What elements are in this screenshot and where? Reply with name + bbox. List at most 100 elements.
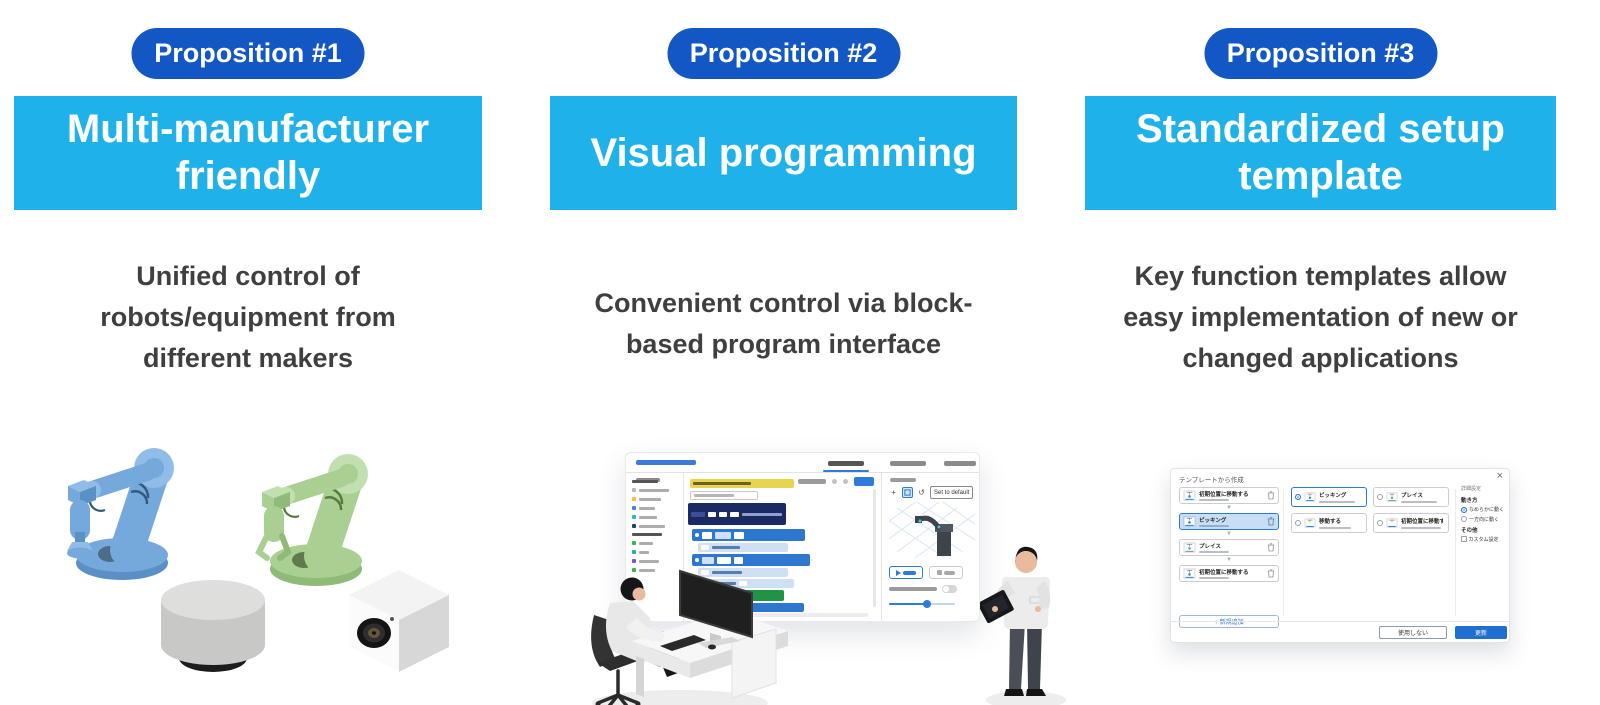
option-label: プレイス: [1401, 493, 1423, 500]
proposition-1-title-line2: friendly: [175, 154, 321, 198]
proposition-3-title-banner: Standardized setup template: [1085, 96, 1556, 210]
option-move-initial[interactable]: 初期位置に移動する: [1373, 513, 1449, 533]
robot-arm-blue: [67, 448, 174, 580]
canvas-vertical-scrollbar[interactable]: [873, 489, 876, 607]
save-button[interactable]: [854, 477, 874, 486]
trash-icon[interactable]: [1267, 491, 1275, 500]
turntable-equipment: [161, 580, 265, 672]
sidebar-item-loop[interactable]: [632, 524, 677, 528]
sidebar-item-template[interactable]: [632, 488, 677, 492]
sidebar-item-function[interactable]: [632, 559, 677, 563]
canvas-horizontal-scrollbar[interactable]: [688, 613, 868, 617]
visual-programming-illustration: + ↺ Set to default: [550, 415, 1070, 705]
sidebar-item-value[interactable]: [632, 550, 677, 554]
trash-icon[interactable]: [1267, 543, 1275, 552]
pan-icon[interactable]: +: [891, 487, 896, 497]
close-icon[interactable]: ×: [1496, 470, 1503, 482]
radio-icon[interactable]: [1461, 516, 1467, 522]
comment-block[interactable]: [690, 491, 758, 500]
event-block[interactable]: [690, 479, 794, 488]
undo-icon[interactable]: [832, 479, 837, 484]
slider-knob[interactable]: [923, 600, 931, 608]
tab-device-control[interactable]: [890, 461, 926, 466]
action-list-button-placeholder[interactable]: [798, 479, 826, 484]
back-link-placeholder[interactable]: [636, 460, 696, 465]
sidebar-item-misc[interactable]: [632, 568, 677, 572]
advanced-settings-panel: 詳細設定 動き方 なめらかに動く 一方向に動く その他 カスタム設定: [1461, 485, 1507, 545]
stop-button[interactable]: [929, 566, 963, 579]
step-label: ピッキング: [1199, 517, 1227, 524]
radio-icon[interactable]: [1377, 520, 1383, 526]
option-subcaption-placeholder: [1401, 526, 1441, 529]
sidebar-section-header: [632, 480, 677, 483]
radio-selected-icon[interactable]: [1295, 494, 1301, 500]
view-cube-icon[interactable]: [902, 487, 913, 498]
template-creation-dialog: テンプレートから作成 × 初期位置に移動する ▼ ピッキング ▼ プレイス ▼: [1170, 468, 1510, 643]
robot-3d-viewport[interactable]: [889, 502, 975, 558]
camera-unit: [349, 570, 449, 672]
proposition-3-badge-label: Proposition #3: [1226, 38, 1415, 68]
custom-setting-option[interactable]: カスタム設定: [1461, 536, 1507, 543]
preview-toolbar: + ↺ Set to default: [888, 486, 974, 499]
checkbox-icon[interactable]: [1461, 536, 1467, 542]
run-button[interactable]: [889, 566, 923, 579]
proposition-1-badge-label: Proposition #1: [154, 38, 342, 68]
robots-equipment-illustration: [67, 448, 449, 672]
radio-selected-icon[interactable]: [1461, 506, 1467, 513]
nested-action-block[interactable]: [698, 568, 788, 577]
engineer-at-desk-illustration: [591, 569, 788, 705]
option-label: ピッキング: [1319, 493, 1347, 500]
step-card-picking-selected[interactable]: ピッキング: [1179, 513, 1279, 530]
update-button[interactable]: 更新: [1455, 626, 1507, 639]
tab-run-log[interactable]: [944, 461, 976, 466]
robot-arm-green: [255, 454, 368, 586]
proposition-2-description: Convenient control via block- based prog…: [530, 283, 1037, 365]
preview-toggle[interactable]: [942, 585, 957, 593]
stop-label-placeholder: [944, 570, 955, 575]
motion-option-label: 一方向に動く: [1469, 516, 1500, 523]
redo-icon[interactable]: [843, 479, 848, 484]
tab-scenario[interactable]: [828, 461, 864, 466]
sidebar-item-control[interactable]: [632, 515, 677, 519]
radio-icon[interactable]: [1377, 494, 1383, 500]
trash-icon[interactable]: [1267, 517, 1275, 526]
proposition-2-title-line1: Visual programming: [590, 130, 977, 175]
robot-pictogram-icon: [1386, 492, 1398, 502]
option-picking-selected[interactable]: ピッキング: [1291, 487, 1367, 507]
step-card-place[interactable]: プレイス: [1179, 539, 1279, 556]
elseif-block[interactable]: [692, 554, 810, 566]
motion-group-label: 動き方: [1461, 498, 1478, 504]
if-block[interactable]: [692, 529, 805, 541]
proposition-3-description: Key function templates allow easy implem…: [1065, 256, 1576, 379]
radio-icon[interactable]: [1295, 520, 1301, 526]
sidebar-item-event[interactable]: [632, 497, 677, 501]
motion-option-one-direction[interactable]: 一方向に動く: [1461, 516, 1507, 523]
keyboard-and-mouse: [660, 635, 716, 651]
step-label: プレイス: [1199, 543, 1221, 550]
motion-option-smooth[interactable]: なめらかに動く: [1461, 506, 1507, 513]
do-not-use-button[interactable]: 使用しない: [1379, 626, 1447, 639]
nested-action-block[interactable]: [698, 543, 788, 552]
set-to-default-button[interactable]: Set to default: [930, 486, 974, 499]
option-move[interactable]: 移動する: [1291, 513, 1367, 533]
dialog-footer-divider: [1171, 621, 1509, 622]
preview-label-placeholder: [890, 478, 916, 482]
proposition-1-badge: Proposition #1: [131, 28, 365, 79]
other-group-label: その他: [1461, 527, 1478, 534]
reset-rotation-icon[interactable]: ↺: [918, 487, 925, 497]
step-card-move-initial[interactable]: 初期位置に移動する: [1179, 487, 1279, 504]
step-card-move-initial-2[interactable]: 初期位置に移動する: [1179, 565, 1279, 582]
trash-icon[interactable]: [1267, 569, 1275, 578]
speed-slider[interactable]: [889, 600, 955, 608]
sidebar-item-variable[interactable]: [632, 541, 677, 545]
section-divider: [1455, 489, 1456, 616]
loop-block[interactable]: [688, 503, 786, 525]
step-subcaption-placeholder: [1199, 551, 1229, 554]
typing-arm: [626, 618, 665, 642]
option-subcaption-placeholder: [1319, 526, 1351, 529]
run-label-placeholder: [903, 570, 916, 575]
desc-line: different makers: [142, 343, 354, 373]
desc-line: Key function templates allow: [1134, 261, 1507, 291]
option-place[interactable]: プレイス: [1373, 487, 1449, 507]
sidebar-item-action[interactable]: [632, 506, 677, 510]
